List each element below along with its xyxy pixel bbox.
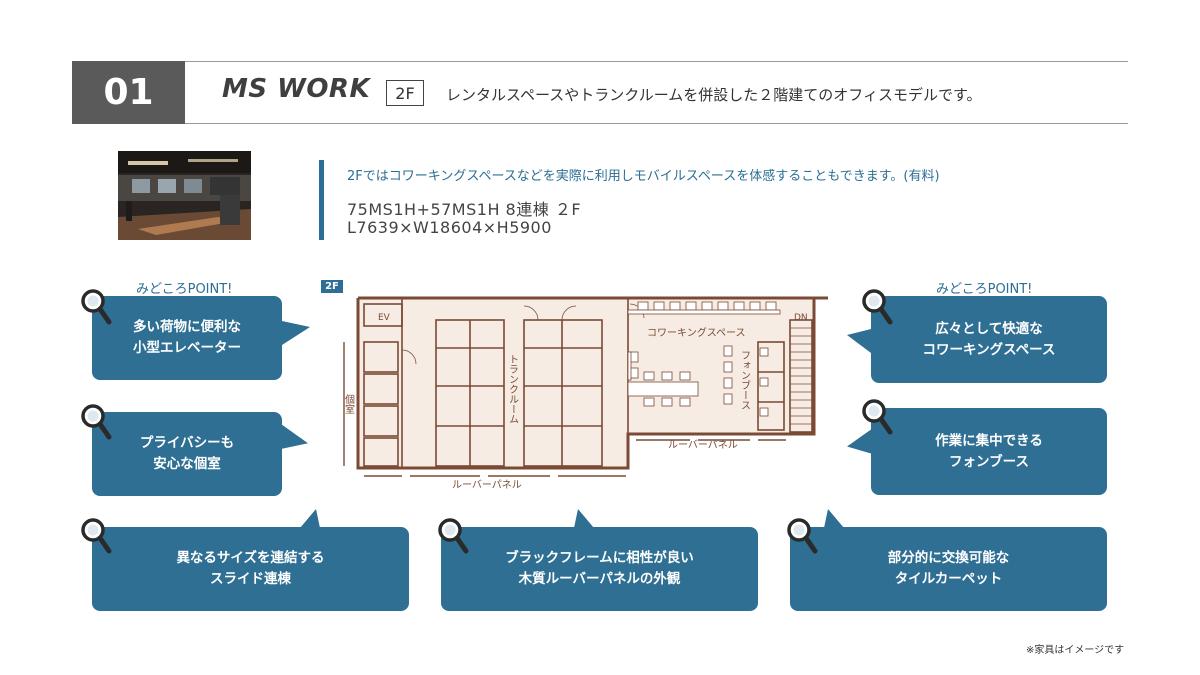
- spec-line-2: L7639×W18604×H5900: [347, 218, 552, 237]
- magnifier-icon: [861, 288, 895, 328]
- section-number: 01: [72, 61, 185, 124]
- header-description: レンタルスペースやトランクルームを併設した２階建てのオフィスモデルです。: [446, 86, 982, 104]
- plan-label-ev: EV: [378, 313, 391, 323]
- plan-label-louver-bottom: ルーバーパネル: [452, 479, 522, 491]
- bubble-slide-line1: 異なるサイズを連結する: [176, 550, 325, 567]
- floor-plan: EV DN 個室 トランクルーム コワーキングスペース フォンブース ルーバーパ…: [340, 290, 830, 500]
- plan-label-dn: DN: [794, 313, 808, 323]
- bubble-slide-line2: スライド連棟: [210, 571, 291, 587]
- bubble-carpet-tail: [824, 509, 844, 528]
- bubble-elevator-tail: [282, 315, 310, 345]
- magnifier-icon: [861, 398, 895, 438]
- bubble-louver-line1: ブラックフレームに相性が良い: [505, 550, 694, 567]
- bubble-coworking-line2: コワーキングスペース: [922, 341, 1056, 358]
- bubble-privacy: プライバシーも 安心な個室: [92, 412, 282, 496]
- plan-label-private-room: 個室: [343, 393, 355, 414]
- plan-label-louver-right: ルーバーパネル: [668, 439, 738, 451]
- bubble-carpet: 部分的に交換可能な タイルカーペット: [790, 527, 1107, 611]
- plan-label-coworking: コワーキングスペース: [647, 326, 746, 339]
- left-point-heading: みどころPOINT!: [136, 282, 233, 297]
- header-bottom-rule: [72, 123, 1128, 124]
- bubble-phonebooth-line1: 作業に集中できる: [935, 432, 1043, 449]
- bubble-elevator-line2: 小型エレベーター: [133, 340, 241, 356]
- magnifier-icon: [80, 403, 114, 443]
- magnifier-icon: [437, 517, 471, 557]
- bubble-privacy-tail: [282, 424, 308, 456]
- bubble-slide: 異なるサイズを連結する スライド連棟: [92, 527, 409, 611]
- bubble-louver-line2: 木質ルーバーパネルの外観: [518, 571, 681, 587]
- right-point-heading: みどころPOINT!: [936, 282, 1033, 297]
- info-highlight: 2Fではコワーキングスペースなどを実際に利用しモバイルスペースを体感することもで…: [347, 169, 940, 184]
- bubble-privacy-line2: 安心な個室: [153, 456, 221, 472]
- plan-label-trunk-room: トランクルーム: [507, 354, 519, 424]
- interior-photo: [118, 151, 251, 240]
- bubble-carpet-line1: 部分的に交換可能な: [887, 550, 1010, 567]
- header-top-rule: [72, 61, 1128, 62]
- footnote: ※家具はイメージです: [1026, 645, 1125, 656]
- bubble-elevator-line1: 多い荷物に便利な: [133, 319, 241, 336]
- magnifier-icon: [80, 517, 114, 557]
- bubble-louver-tail: [574, 509, 594, 528]
- bubble-phonebooth: 作業に集中できる フォンブース: [871, 408, 1107, 495]
- plan-floor-tag: 2F: [321, 280, 343, 293]
- bubble-elevator: 多い荷物に便利な 小型エレベーター: [92, 296, 282, 380]
- bubble-coworking: 広々として快適な コワーキングスペース: [871, 296, 1107, 383]
- brand-title: MS WORK: [222, 74, 371, 104]
- magnifier-icon: [80, 288, 114, 328]
- bubble-phonebooth-line2: フォンブース: [949, 453, 1029, 470]
- bubble-coworking-line1: 広々として快適な: [935, 320, 1043, 337]
- info-accent-bar: [319, 160, 324, 240]
- bubble-louver: ブラックフレームに相性が良い 木質ルーバーパネルの外観: [441, 527, 758, 611]
- spec-line-1: 75MS1H+57MS1H 8連棟 ２F: [347, 200, 582, 219]
- magnifier-icon: [786, 517, 820, 557]
- bubble-carpet-line2: タイルカーペット: [894, 571, 1003, 587]
- bubble-privacy-line1: プライバシーも: [139, 435, 235, 452]
- plan-label-phone-booth: フォンブース: [739, 350, 750, 410]
- bubble-slide-tail: [300, 509, 320, 528]
- floor-tag: 2F: [386, 80, 424, 106]
